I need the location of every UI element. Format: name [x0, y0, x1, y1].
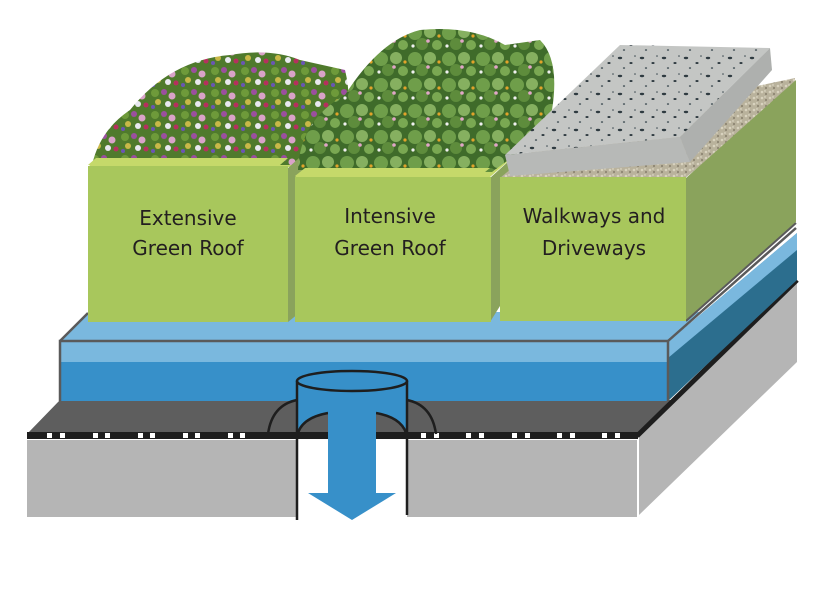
walkways-driveways-box: Walkways and Driveways — [500, 45, 797, 322]
box-top-rim — [88, 158, 288, 165]
drain-pipe-body — [297, 381, 407, 437]
slab-front-right — [407, 440, 637, 517]
box-label-line1: Intensive — [344, 204, 436, 228]
structural-slab — [27, 283, 797, 517]
membrane-edge-dashes — [47, 433, 620, 438]
shrubs — [298, 29, 555, 172]
arrow-down-icon — [308, 413, 396, 520]
box-label-line2: Green Roof — [334, 236, 446, 260]
concrete-slab-top — [505, 45, 770, 155]
box-side-edge — [685, 222, 797, 322]
box-label-line2: Driveways — [542, 236, 646, 260]
layer-outline — [58, 227, 797, 401]
drain-collar-right — [406, 398, 438, 435]
box-label-line1: Extensive — [139, 206, 236, 230]
box-front — [500, 177, 686, 321]
box-front — [295, 177, 491, 322]
box-label-line2: Green Roof — [132, 236, 244, 260]
drain-pipe-rim — [295, 369, 409, 393]
box-top-rim — [295, 168, 490, 176]
box-front — [88, 166, 288, 322]
box-label-line1: Walkways and — [523, 204, 666, 228]
drain-collar-left — [266, 398, 298, 435]
flowering-plants — [92, 52, 349, 165]
box-side — [686, 80, 796, 320]
concrete-slab-side — [680, 48, 772, 162]
intensive-green-roof-box: Intensive Green Roof — [295, 29, 555, 322]
concrete-slab-front — [505, 137, 690, 176]
water-front-light — [60, 342, 668, 362]
water-side-top — [668, 233, 797, 358]
slab-side — [639, 283, 797, 515]
slab-front-left — [27, 440, 297, 517]
membrane-side-edge — [635, 278, 799, 438]
